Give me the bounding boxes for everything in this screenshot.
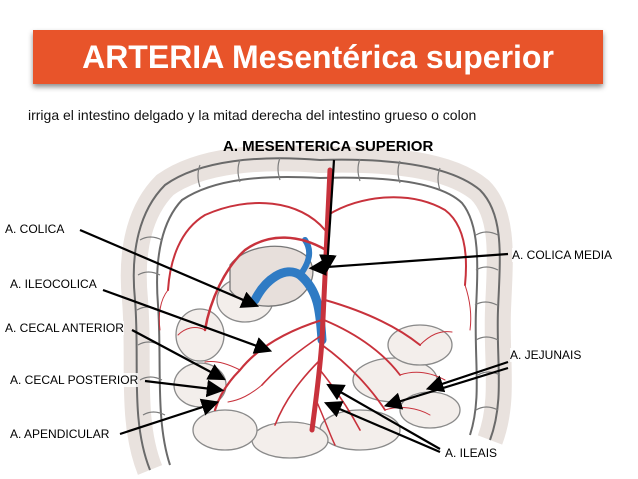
arrow-main: [319, 159, 337, 273]
label-cecal-posterior: A. CECAL POSTERIOR: [10, 373, 139, 387]
label-cecal-anterior: A. CECAL ANTERIOR: [5, 321, 124, 335]
arrow-jejunais-1: [425, 360, 509, 393]
title-banner: ARTERIA Mesentérica superior: [33, 30, 603, 84]
label-ileais: A. ILEAIS: [445, 446, 498, 460]
arrow-colica: [79, 228, 260, 308]
label-colica: A. COLICA: [5, 222, 65, 236]
subtitle: irriga el intestino delgado y la mitad d…: [28, 107, 477, 123]
arrow-apendicular: [119, 398, 220, 436]
label-arrows: [79, 159, 509, 454]
colon-haustra: [136, 157, 501, 416]
arrow-cecal-anterior: [131, 329, 226, 381]
arrow-ileais-2: [323, 401, 441, 454]
label-jejunais: A. JEJUNAIS: [510, 348, 582, 362]
label-apendicular: A. APENDICULAR: [10, 427, 110, 441]
artery-tree: [158, 167, 472, 446]
arrow-jejunais-2: [383, 366, 509, 410]
label-colica-media: A. COLICA MEDIA: [512, 248, 613, 262]
page-title: ARTERIA Mesentérica superior: [82, 38, 554, 75]
arrow-cecal-posterior: [144, 379, 225, 398]
label-ileocolica: A. ILEOCOLICA: [10, 277, 97, 291]
label-mesenterica-superior: A. MESENTERICA SUPERIOR: [223, 138, 434, 155]
arrow-ileocolica: [102, 288, 273, 354]
arrow-colica-media: [308, 252, 509, 276]
arrow-ileais-1: [326, 383, 441, 450]
